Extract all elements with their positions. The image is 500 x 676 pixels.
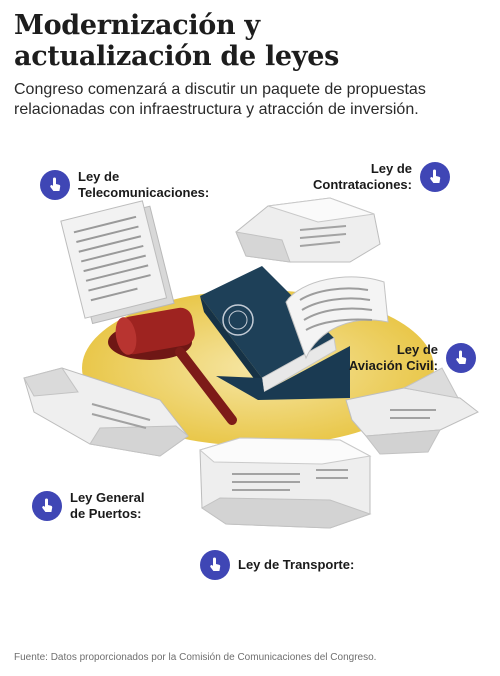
- gavel: [108, 307, 237, 425]
- callout-transporte-label: Ley de Transporte:: [238, 557, 355, 572]
- ship-paper-shape: [23, 367, 189, 457]
- contrataciones-paper-shape: [235, 197, 381, 263]
- vehicle-paper-shape: [198, 437, 372, 529]
- tap-hand-icon[interactable]: [420, 162, 450, 192]
- telecom-documents-paper: [60, 200, 175, 325]
- tap-hand-icon[interactable]: [40, 170, 70, 200]
- tap-hand-icon[interactable]: [32, 491, 62, 521]
- page-subtitle: Congreso comenzará a discutir un paquete…: [14, 81, 426, 118]
- page-title: Modernización y actualización de leyes: [14, 10, 339, 72]
- title-line-2: actualización de leyes: [14, 41, 339, 72]
- airplane-paper-shape: [345, 367, 479, 455]
- tap-hand-icon[interactable]: [200, 550, 230, 580]
- callout-transporte[interactable]: Ley de Transporte:: [200, 550, 354, 580]
- source-note: Fuente: Datos proporcionados por la Comi…: [14, 652, 377, 663]
- title-line-1: Modernización y: [14, 10, 260, 41]
- open-book-pages: [285, 276, 389, 360]
- law-book: [200, 266, 350, 400]
- tap-hand-icon[interactable]: [446, 343, 476, 373]
